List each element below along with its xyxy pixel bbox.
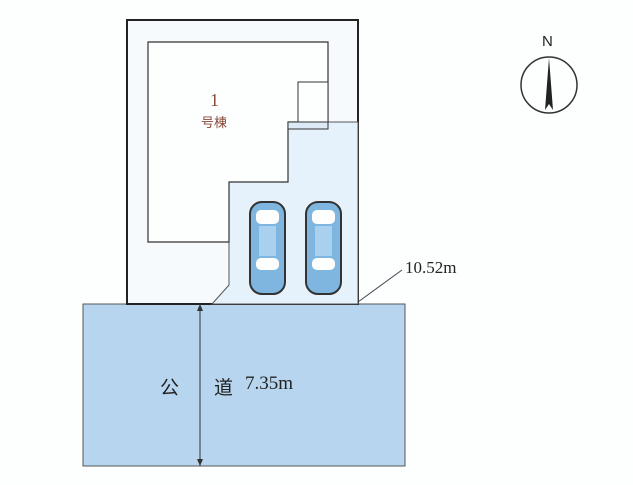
car-1: [249, 201, 286, 295]
arrow-bottom: [197, 459, 203, 466]
building-annex: [297, 81, 329, 123]
frontage-length: 10.52m: [405, 258, 457, 277]
road: [82, 303, 406, 467]
compass-needle: [545, 58, 553, 110]
compass-circle: [520, 56, 578, 114]
road-label-2: 道: [214, 378, 234, 399]
frontage-leader-line: [357, 269, 403, 303]
arrow-top: [197, 304, 203, 311]
lot-number: 1: [210, 90, 219, 110]
building-outline: [147, 41, 329, 243]
lot-label: 号棟: [201, 115, 228, 130]
road-label-1: 公: [160, 378, 180, 399]
road-width: 7.35m: [245, 373, 294, 394]
compass-north-label: N: [542, 33, 553, 50]
car-2: [305, 201, 342, 295]
step: [287, 121, 329, 130]
